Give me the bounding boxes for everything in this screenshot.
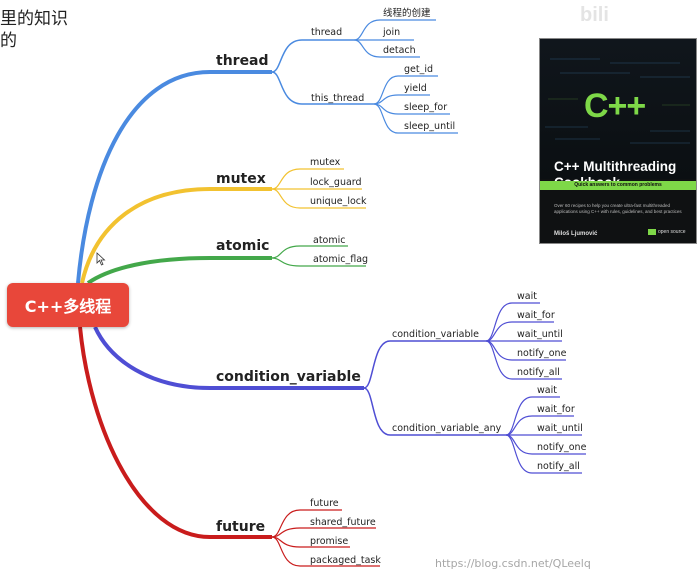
leaf-sleep-for: sleep_for — [404, 102, 447, 113]
node-future: future — [216, 519, 265, 535]
leaf-thread-create: 线程的创建 — [383, 7, 431, 19]
branch-atomic: atomic atomic atomic_flag — [86, 235, 368, 285]
book-cover-art — [540, 39, 696, 179]
connector-thread — [76, 70, 272, 284]
leaf-mutex: mutex — [310, 157, 341, 168]
leaf-yield: yield — [404, 83, 427, 94]
leaf-unique-lock: unique_lock — [310, 196, 367, 207]
connector-thread-thread — [271, 39, 354, 73]
leaf-cv-notify-all: notify_all — [517, 367, 560, 378]
node-thread: thread — [216, 53, 269, 69]
leaf-cva-wait: wait — [537, 385, 557, 396]
branch-condition-variable: condition_variable condition_variable co… — [93, 291, 587, 474]
book-logo: C++ — [584, 87, 646, 125]
leaf-packaged-task: packaged_task — [310, 555, 381, 566]
leaf-cv-notify-one: notify_one — [517, 348, 567, 359]
leaf-cv-wait: wait — [517, 291, 537, 302]
corner-text-line1: 里的知识 — [0, 9, 68, 29]
blog-watermark: https://blog.csdn.net/QLeelq — [435, 557, 591, 570]
node-mutex: mutex — [216, 171, 266, 187]
node-thread-thread: thread — [311, 27, 342, 38]
book-cover: C++ C++ Multithreading Cookbook Quick an… — [540, 39, 696, 243]
connector-thread-this-thread — [271, 71, 374, 105]
leaf-thread-detach: detach — [383, 45, 416, 56]
node-this-thread: this_thread — [311, 93, 364, 104]
connector-mutex — [80, 187, 272, 284]
connector-condition-variable — [93, 326, 364, 390]
node-condition-variable: condition_variable — [216, 369, 361, 385]
leaf-cva-wait-for: wait_for — [537, 404, 575, 415]
root-node: C++多线程 — [7, 283, 129, 327]
leaf-cv-wait-until: wait_until — [517, 329, 563, 340]
leaf-atomic: atomic — [313, 235, 345, 246]
mouse-cursor-icon — [96, 252, 106, 266]
branch-thread: thread thread this_thread 线程的创建 join det… — [76, 7, 458, 284]
leaf-future: future — [310, 498, 339, 509]
node-cv-any: condition_variable_any — [392, 423, 502, 434]
connector-atomic — [86, 256, 272, 285]
leaf-atomic-flag: atomic_flag — [313, 254, 368, 265]
leaf-sleep-until: sleep_until — [404, 121, 455, 132]
branch-future: future future shared_future promise pack… — [78, 326, 381, 567]
leaf-shared-future: shared_future — [310, 517, 376, 528]
leaf-cv-wait-for: wait_for — [517, 310, 555, 321]
book-publisher: open source — [648, 229, 686, 235]
leaf-thread-join: join — [382, 27, 400, 38]
leaf-get-id: get_id — [404, 64, 433, 75]
book-description: Over 60 recipes to help you create ultra… — [554, 203, 682, 214]
leaf-lock-guard: lock_guard — [310, 177, 362, 188]
book-tagline: Quick answers to common problems — [540, 181, 696, 190]
leaf-cva-wait-until: wait_until — [537, 423, 583, 434]
node-atomic: atomic — [216, 238, 269, 254]
book-author: Miloš Ljumović — [554, 231, 598, 237]
corner-text-line2: 的 — [0, 31, 17, 51]
leaf-promise: promise — [310, 536, 348, 547]
site-logo-watermark: bili — [580, 4, 609, 26]
leaf-cva-notify-one: notify_one — [537, 442, 587, 453]
branch-mutex: mutex mutex lock_guard unique_lock — [80, 157, 367, 284]
node-cv: condition_variable — [392, 329, 479, 340]
connector-future — [78, 326, 272, 539]
leaf-cva-notify-all: notify_all — [537, 461, 580, 472]
